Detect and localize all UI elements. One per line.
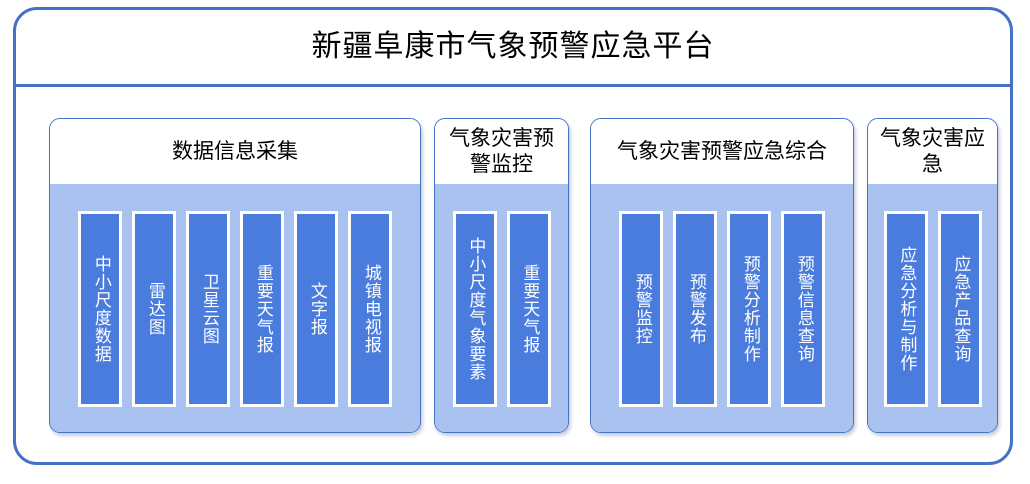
tab-label: 预警监控 (631, 273, 652, 345)
tab-label: 应急分析与制作 (896, 246, 917, 372)
tab-item[interactable]: 预警发布 (673, 211, 717, 407)
group-header: 气象灾害预警监控 (435, 119, 568, 184)
group-data-collection[interactable]: 数据信息采集 中小尺度数据 雷达图 卫星云图 重要天气报 (49, 118, 421, 433)
page-title: 新疆阜康市气象预警应急平台 (311, 29, 715, 64)
tab-item[interactable]: 城镇电视报 (348, 211, 392, 407)
group-header: 气象灾害应急 (868, 119, 997, 184)
tab-item[interactable]: 应急产品查询 (937, 211, 982, 407)
tab-label: 重要天气报 (519, 264, 540, 354)
tab-item[interactable]: 重要天气报 (240, 211, 284, 407)
tab-item[interactable]: 中小尺度气象要素 (452, 211, 497, 407)
group-body: 中小尺度气象要素 重要天气报 (435, 184, 568, 432)
platform-title-band: 新疆阜康市气象预警应急平台 (16, 10, 1010, 87)
tab-label: 预警分析制作 (739, 255, 760, 363)
tab-item[interactable]: 雷达图 (132, 211, 176, 407)
tab-item[interactable]: 卫星云图 (186, 211, 230, 407)
tab-item[interactable]: 重要天气报 (506, 211, 551, 407)
group-body: 应急分析与制作 应急产品查询 (868, 184, 997, 432)
group-disaster-emergency[interactable]: 气象灾害应急 应急分析与制作 应急产品查询 (867, 118, 998, 433)
group-title: 气象灾害预警应急综合 (617, 138, 827, 163)
group-title: 气象灾害应急 (880, 125, 985, 176)
tab-label: 应急产品查询 (950, 255, 971, 363)
group-title: 数据信息采集 (172, 138, 298, 163)
tab-label: 中小尺度气象要素 (465, 237, 486, 381)
group-disaster-warning-monitor[interactable]: 气象灾害预警监控 中小尺度气象要素 重要天气报 (434, 118, 569, 433)
tab-label: 文字报 (306, 282, 327, 336)
platform-frame: 新疆阜康市气象预警应急平台 数据信息采集 中小尺度数据 雷达图 卫星云图 (13, 7, 1013, 465)
tab-item[interactable]: 预警分析制作 (727, 211, 771, 407)
tab-label: 预警信息查询 (793, 255, 814, 363)
group-header: 气象灾害预警应急综合 (591, 119, 853, 184)
tab-item[interactable]: 预警监控 (619, 211, 663, 407)
group-body: 中小尺度数据 雷达图 卫星云图 重要天气报 文字报 城镇电视 (50, 184, 420, 432)
tab-item[interactable]: 预警信息查询 (781, 211, 825, 407)
tab-label: 预警发布 (685, 273, 706, 345)
group-columns-area: 数据信息采集 中小尺度数据 雷达图 卫星云图 重要天气报 (16, 87, 1010, 462)
tab-label: 城镇电视报 (360, 264, 381, 354)
tab-label: 重要天气报 (252, 264, 273, 354)
group-body: 预警监控 预警发布 预警分析制作 预警信息查询 (591, 184, 853, 432)
group-header: 数据信息采集 (50, 119, 420, 184)
tab-item[interactable]: 应急分析与制作 (883, 211, 928, 407)
tab-item[interactable]: 中小尺度数据 (78, 211, 122, 407)
tab-label: 雷达图 (144, 282, 165, 336)
tab-label: 中小尺度数据 (90, 255, 111, 363)
group-warning-emergency-integrated[interactable]: 气象灾害预警应急综合 预警监控 预警发布 预警分析制作 预警信息查询 (590, 118, 854, 433)
group-title: 气象灾害预警监控 (449, 125, 554, 176)
tab-item[interactable]: 文字报 (294, 211, 338, 407)
tab-label: 卫星云图 (198, 273, 219, 345)
